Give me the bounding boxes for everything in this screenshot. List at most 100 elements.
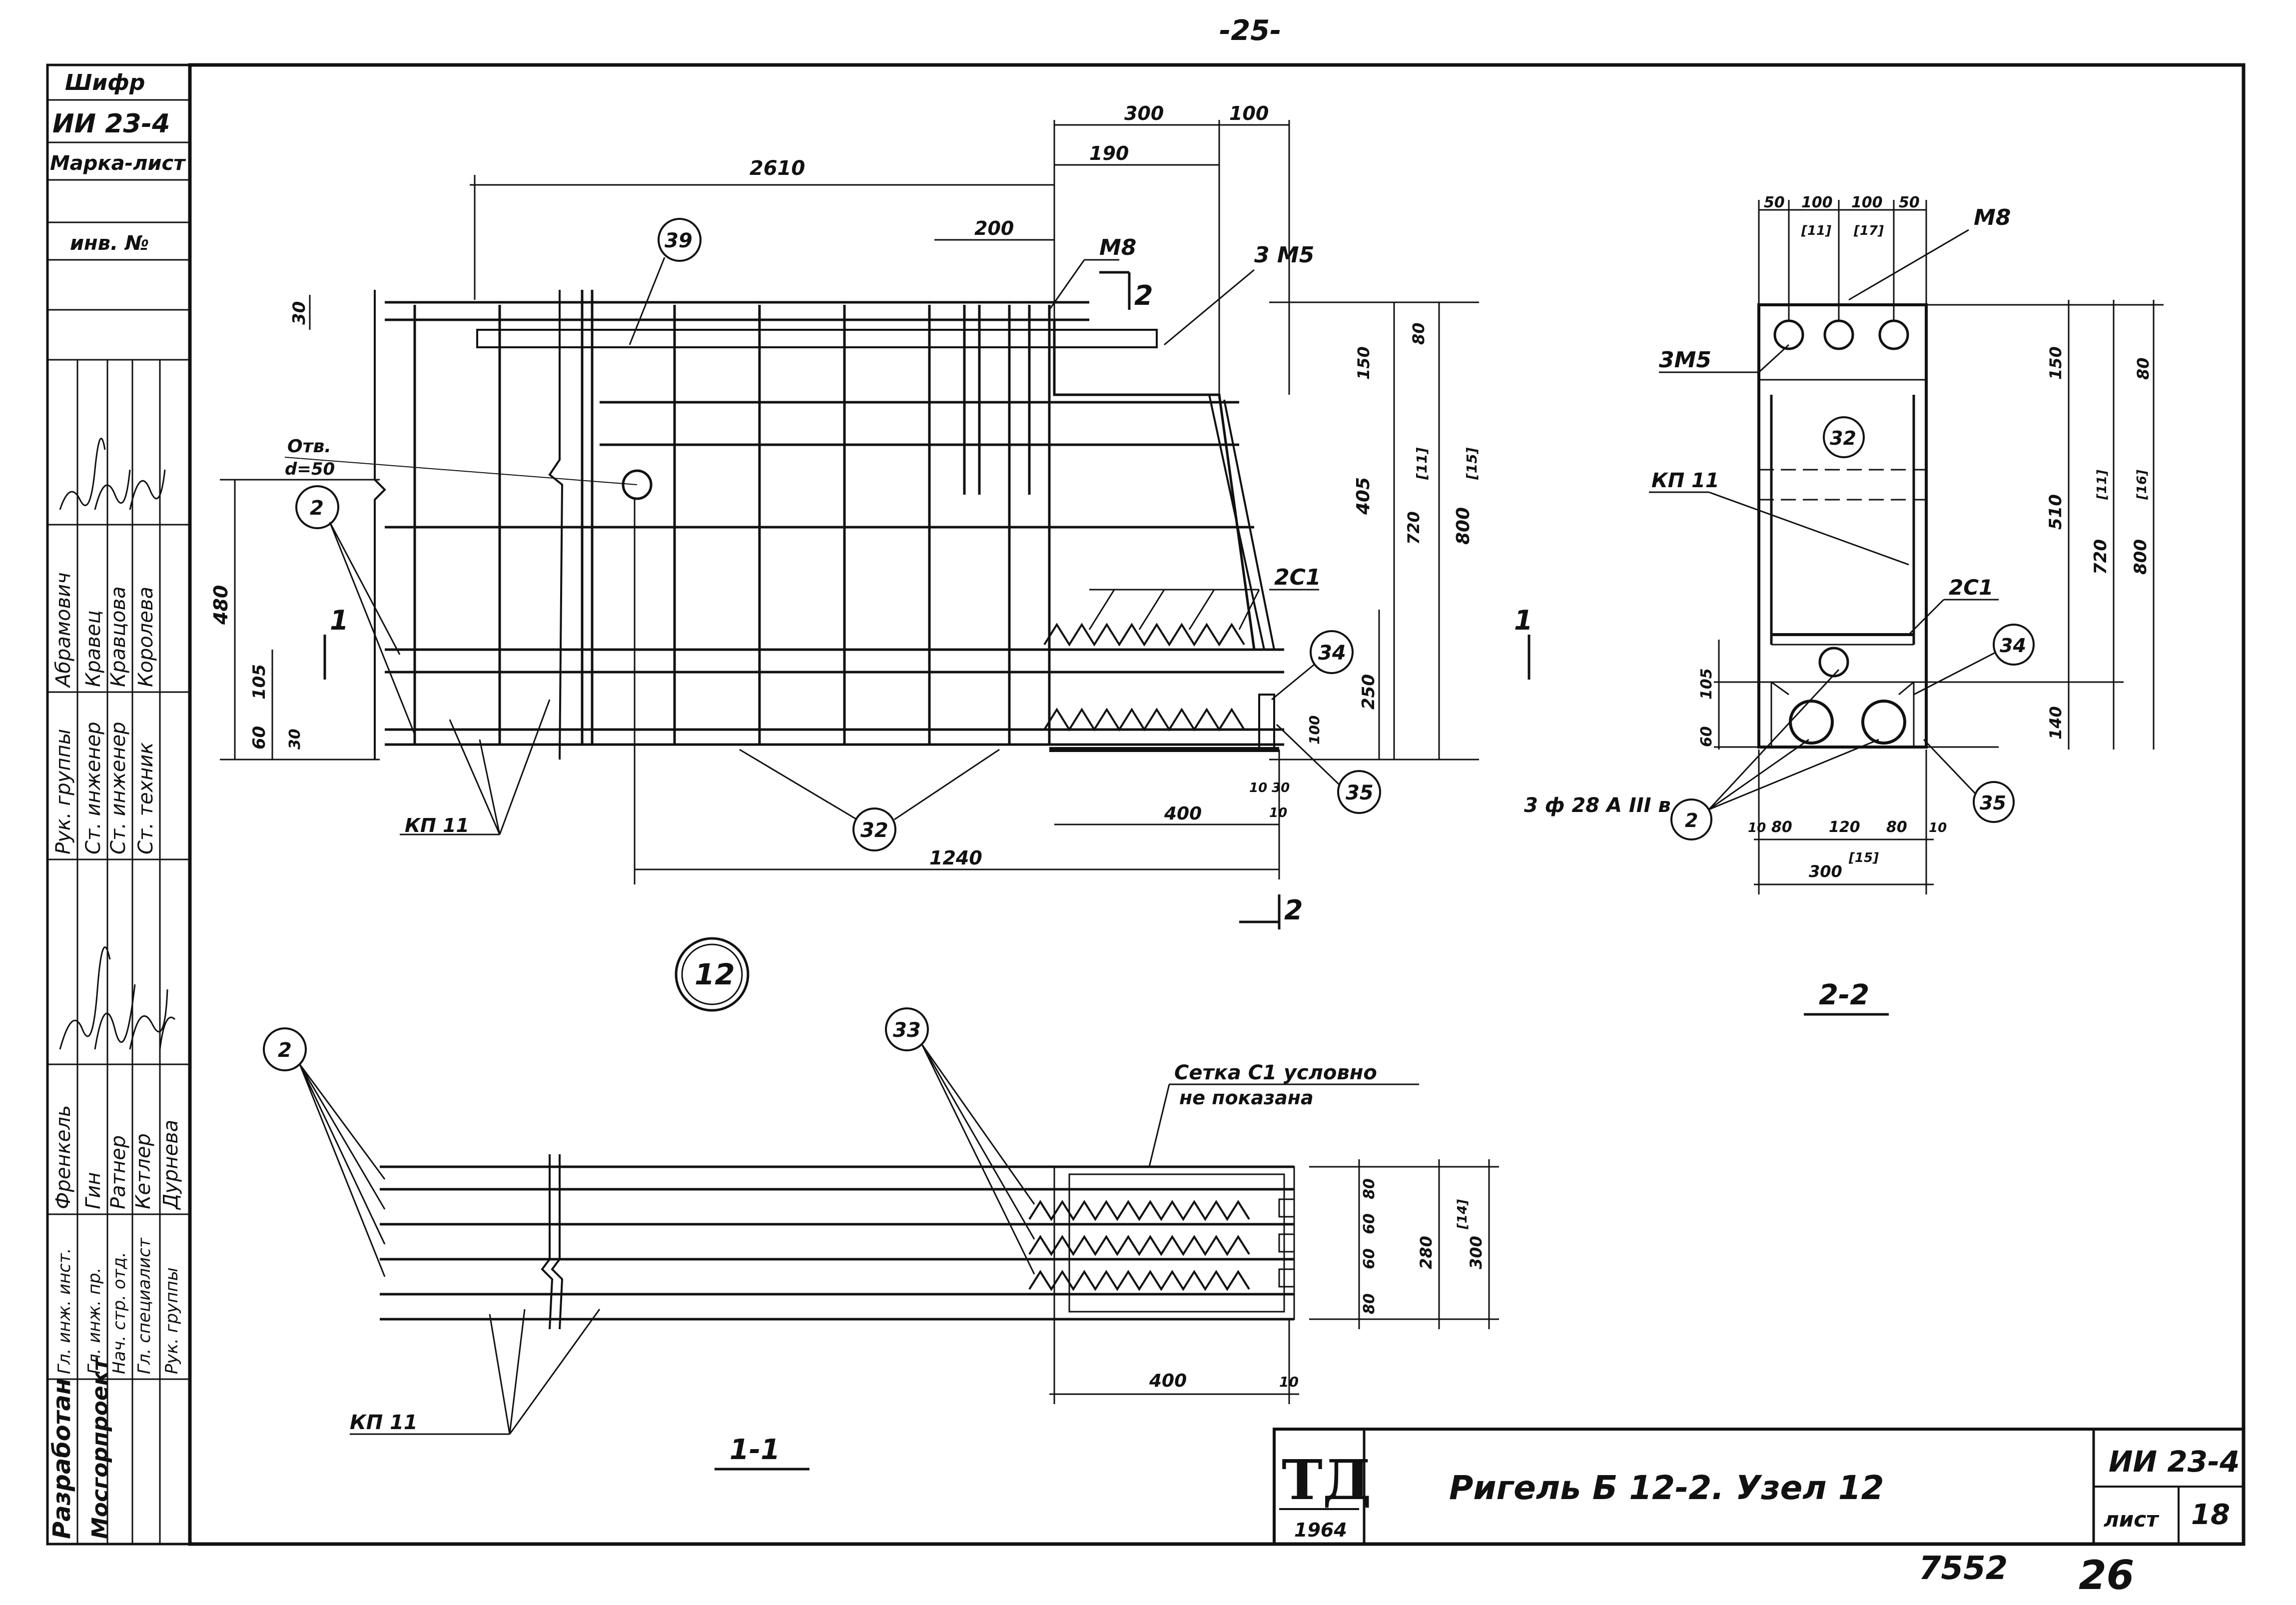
s22-caption: 2-2 xyxy=(1819,979,1869,1011)
hole-label: Отв. xyxy=(287,436,331,457)
inv-label: инв. № xyxy=(70,232,149,255)
m8-label: М8 xyxy=(1099,235,1136,260)
callout-32: 32 xyxy=(860,819,888,842)
dim-r-box11: [11] xyxy=(1414,447,1430,480)
cut-1-left: 1 xyxy=(330,605,349,636)
org-label: Мосгорпроект xyxy=(87,1357,113,1539)
dim-300: 300 xyxy=(1124,102,1164,124)
s22-dim-80: 80 xyxy=(2134,357,2153,380)
dim-100: 100 xyxy=(1229,102,1269,124)
role2-5: Рук. группы xyxy=(162,1267,182,1374)
node-number: 12 xyxy=(695,957,735,991)
s11-dim-80a: 80 xyxy=(1361,1178,1378,1199)
section-1-1: 80 60 60 80 280 300 [14] 400 10 Сетка С1… xyxy=(263,1007,1499,1471)
dim-r-250: 250 xyxy=(1359,674,1379,710)
s22-box-17: [17] xyxy=(1853,223,1884,238)
s22-dim-720: 720 xyxy=(2091,539,2111,575)
dim-left-30b: 30 xyxy=(286,729,304,750)
dim-r-10: 10 xyxy=(1249,781,1267,796)
s22-box-15: [15] xyxy=(1848,850,1879,865)
td-logo: ТД xyxy=(1282,1448,1372,1512)
side-stamp: Шифр ИИ 23-4 Марка-лист инв. № Рук. груп… xyxy=(46,63,191,1546)
role2-3: Нач. стр. отд. xyxy=(109,1252,129,1374)
dim-left-105: 105 xyxy=(249,664,269,700)
role2-4: Гл. специалист xyxy=(134,1237,154,1374)
callout-35: 35 xyxy=(1346,782,1374,804)
s22-box-11: [11] xyxy=(1801,223,1831,238)
cut-2-top: 2 xyxy=(1134,280,1153,311)
s11-note-line2: не показана xyxy=(1179,1087,1314,1109)
role-2: Ст. инженер xyxy=(82,722,105,854)
name-1: Абрамович xyxy=(52,572,75,689)
shifr-label: Шифр xyxy=(65,70,145,95)
callout-39: 39 xyxy=(665,229,693,252)
role-3: Ст. инженер xyxy=(107,722,130,854)
s22-box-16r: [16] xyxy=(2135,470,2150,500)
s22-dim-100a: 100 xyxy=(1801,194,1833,211)
s22-m5-label: 3М5 xyxy=(1659,347,1711,373)
name2-3: Ратнер xyxy=(107,1135,130,1209)
name2-1: Френкель xyxy=(52,1105,75,1210)
shifr-value: ИИ 23-4 xyxy=(52,109,170,139)
s22-dim-80b: 80 xyxy=(1886,818,1907,836)
s11-kp-label: КП 11 xyxy=(350,1411,418,1434)
s11-dim-60b: 60 xyxy=(1361,1248,1378,1269)
s22-dim-120: 120 xyxy=(1829,818,1860,836)
dim-r-800: 800 xyxy=(1453,507,1474,545)
dim-r-box15: [15] xyxy=(1464,447,1480,480)
title-year: 1964 xyxy=(1294,1519,1347,1541)
role-1: Рук. группы xyxy=(52,729,75,854)
dim-2610: 2610 xyxy=(750,157,805,180)
cut-2-bottom: 2 xyxy=(1284,894,1303,926)
s11-dim-300: 300 xyxy=(1467,1236,1486,1269)
s22-dim-150: 150 xyxy=(2046,346,2065,380)
s22-dim-80a: 80 xyxy=(1771,818,1792,836)
s22-c1-label: 2С1 xyxy=(1949,575,1993,600)
s11-box-14: [14] xyxy=(1455,1199,1470,1230)
s22-dim-300: 300 xyxy=(1809,862,1842,881)
bottom-number-1: 7552 xyxy=(1919,1550,2008,1587)
role-4: Ст. техник xyxy=(134,742,157,854)
dim-left-480: 480 xyxy=(210,585,232,625)
s22-callout-2: 2 xyxy=(1685,809,1698,831)
dim-r-405: 405 xyxy=(1353,477,1374,515)
dim-190: 190 xyxy=(1089,142,1129,164)
s22-callout-35: 35 xyxy=(1980,792,2006,814)
s22-box-11r: [11] xyxy=(2095,470,2110,500)
s22-callout-32: 32 xyxy=(1830,427,1856,449)
s11-note-line1: Сетка С1 условно xyxy=(1174,1061,1377,1084)
role2-2: Гл. инж. пр. xyxy=(84,1268,104,1374)
hole-d-label: d=50 xyxy=(285,459,335,479)
cut-1-right: 1 xyxy=(1514,605,1533,636)
sheet-label: лист xyxy=(2104,1507,2160,1532)
s22-dim-50a: 50 xyxy=(1764,194,1785,211)
s11-dim-60a: 60 xyxy=(1361,1213,1378,1234)
title-code: ИИ 23-4 xyxy=(2109,1445,2240,1479)
page-top-number: -25- xyxy=(1219,14,1281,47)
dim-1240: 1240 xyxy=(929,847,982,869)
m5-label: 3 М5 xyxy=(1254,242,1314,268)
name2-5: Дурнева xyxy=(159,1120,182,1210)
s22-dim-50b: 50 xyxy=(1899,194,1920,211)
title-block: ТД 1964 Ригель Б 12-2. Узел 12 ИИ 23-4 л… xyxy=(1273,1428,2245,1546)
sheet-value: 18 xyxy=(2191,1499,2230,1531)
s22-dim-510: 510 xyxy=(2046,494,2066,530)
callout-2: 2 xyxy=(310,497,324,520)
s22-dim-105: 105 xyxy=(1698,668,1715,700)
name-2: Кравец xyxy=(82,610,105,687)
s11-caption: 1-1 xyxy=(730,1434,780,1466)
dim-r-10b: 10 xyxy=(1269,805,1287,820)
bottom-number-2: 26 xyxy=(2079,1552,2134,1599)
dim-200: 200 xyxy=(974,217,1014,239)
role2-1: Гл. инж. инст. xyxy=(54,1248,74,1375)
s22-dim-60: 60 xyxy=(1698,726,1715,747)
title-text: Ригель Б 12-2. Узел 12 xyxy=(1449,1469,1884,1507)
main-view: 2610 300 100 190 200 30 480 105 60 30 15… xyxy=(210,102,1533,1012)
s22-dim-100b: 100 xyxy=(1851,194,1883,211)
s11-callout-2: 2 xyxy=(278,1039,292,1062)
name2-2: Гин xyxy=(82,1172,105,1209)
s22-dim-10a: 10 xyxy=(1748,820,1766,835)
name-3: Кравцова xyxy=(107,586,130,687)
s11-dim-10: 10 xyxy=(1279,1374,1299,1390)
s22-rebar-label: 3 ф 28 А ІІІ в xyxy=(1524,794,1671,817)
